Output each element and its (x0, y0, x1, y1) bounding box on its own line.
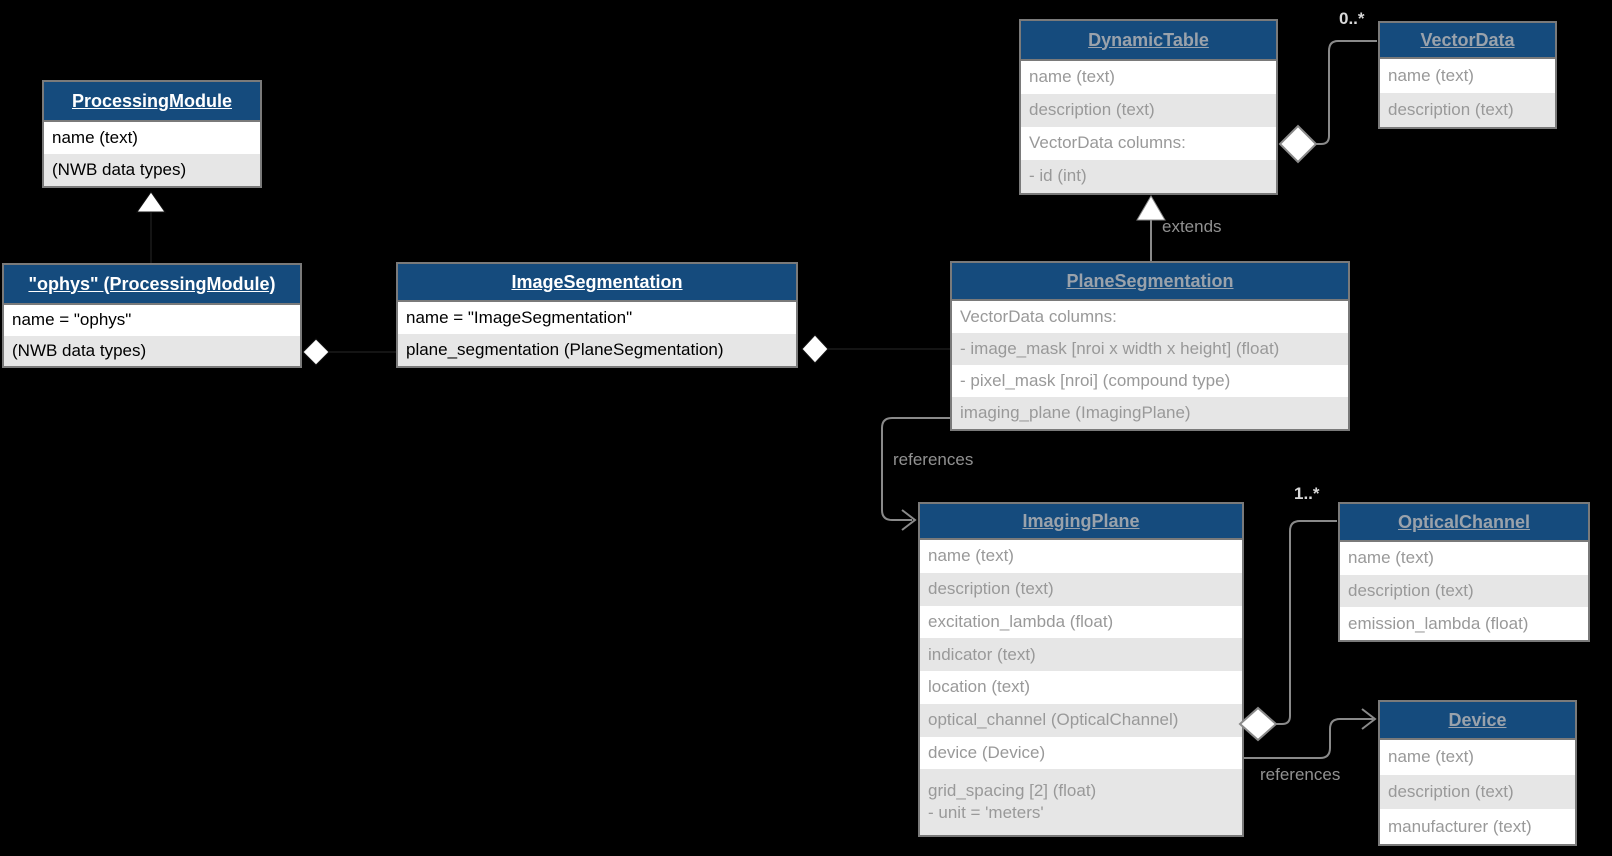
class-title: DynamicTable (1021, 21, 1276, 61)
reference-arrow-device (1361, 708, 1377, 730)
attribute-row: name (text) (1340, 542, 1588, 575)
class-title: ImagingPlane (920, 504, 1242, 540)
attribute-row: - id (int) (1021, 160, 1276, 193)
attribute-row: location (text) (920, 671, 1242, 704)
inheritance-triangle-dynamictable (1136, 195, 1166, 221)
attribute-row: VectorData columns: (952, 301, 1348, 333)
attribute-row: - image_mask [nroi x width x height] (fl… (952, 333, 1348, 365)
references-label: references (1260, 765, 1341, 784)
class-box-processingmodule: ProcessingModule name (text) (NWB data t… (42, 80, 262, 188)
attribute-row: name = "ophys" (4, 305, 300, 336)
attribute-row: grid_spacing [2] (float) - unit = 'meter… (920, 769, 1242, 836)
class-title: PlaneSegmentation (952, 263, 1348, 301)
class-box-imagesegmentation: ImageSegmentation name = "ImageSegmentat… (396, 262, 798, 368)
extends-label: extends (1162, 217, 1222, 236)
attribute-row: optical_channel (OpticalChannel) (920, 703, 1242, 737)
attribute-row: description (text) (1340, 574, 1588, 608)
class-box-planesegmentation: PlaneSegmentation VectorData columns: - … (950, 261, 1350, 431)
class-box-vectordata: VectorData name (text) description (text… (1378, 21, 1557, 129)
attribute-row: description (text) (1380, 93, 1555, 127)
multiplicity-label-vectordata: 0..* (1339, 9, 1365, 28)
class-box-ophys: "ophys" (ProcessingModule) name = "ophys… (2, 263, 302, 368)
aggregation-line-dynamictable-vectordata (1316, 40, 1377, 145)
attribute-row: imaging_plane (ImagingPlane) (952, 397, 1348, 429)
attribute-row: description (text) (920, 572, 1242, 606)
aggregation-line-imagingplane-opticalchannel (1276, 520, 1337, 725)
attribute-row: indicator (text) (920, 638, 1242, 672)
references-label: references (893, 450, 974, 469)
attribute-row: name (text) (1380, 740, 1575, 775)
attribute-row: (NWB data types) (44, 154, 260, 186)
class-title: ProcessingModule (44, 82, 260, 122)
class-box-imagingplane: ImagingPlane name (text) description (te… (918, 502, 1244, 837)
attribute-row: name (text) (1021, 61, 1276, 94)
aggregation-diamond-imagesegmentation (801, 334, 829, 364)
attribute-row: VectorData columns: (1021, 127, 1276, 160)
attribute-row: (NWB data types) (4, 335, 300, 366)
aggregation-diamond-dynamictable (1278, 124, 1318, 164)
attribute-row: name (text) (920, 540, 1242, 573)
inheritance-triangle-processingmodule (136, 191, 166, 213)
attribute-row: description (text) (1021, 94, 1276, 127)
aggregation-diamond-imagingplane (1238, 706, 1278, 742)
aggregation-diamond-ophys (302, 338, 330, 366)
attribute-row: description (text) (1380, 774, 1575, 810)
class-title: Device (1380, 702, 1575, 740)
class-box-dynamictable: DynamicTable name (text) description (te… (1019, 19, 1278, 195)
attribute-row: name (text) (1380, 59, 1555, 93)
attribute-row: emission_lambda (float) (1340, 607, 1588, 641)
attribute-row: name = "ImageSegmentation" (398, 302, 796, 334)
class-title: OpticalChannel (1340, 504, 1588, 542)
class-title: "ophys" (ProcessingModule) (4, 265, 300, 305)
reference-arrow-imagingplane (901, 509, 917, 531)
attribute-row: device (Device) (920, 736, 1242, 770)
class-box-device: Device name (text) description (text) ma… (1378, 700, 1577, 846)
attribute-row: - pixel_mask [nroi] (compound type) (952, 365, 1348, 397)
class-box-opticalchannel: OpticalChannel name (text) description (… (1338, 502, 1590, 642)
class-title: ImageSegmentation (398, 264, 796, 302)
attribute-row: manufacturer (text) (1380, 809, 1575, 845)
reference-line-imagingplane-device (1244, 718, 1373, 759)
multiplicity-label-opticalchannel: 1..* (1294, 484, 1320, 503)
attribute-row: excitation_lambda (float) (920, 605, 1242, 639)
class-title: VectorData (1380, 23, 1555, 59)
attribute-row: name (text) (44, 122, 260, 154)
attribute-row: plane_segmentation (PlaneSegmentation) (398, 334, 796, 366)
